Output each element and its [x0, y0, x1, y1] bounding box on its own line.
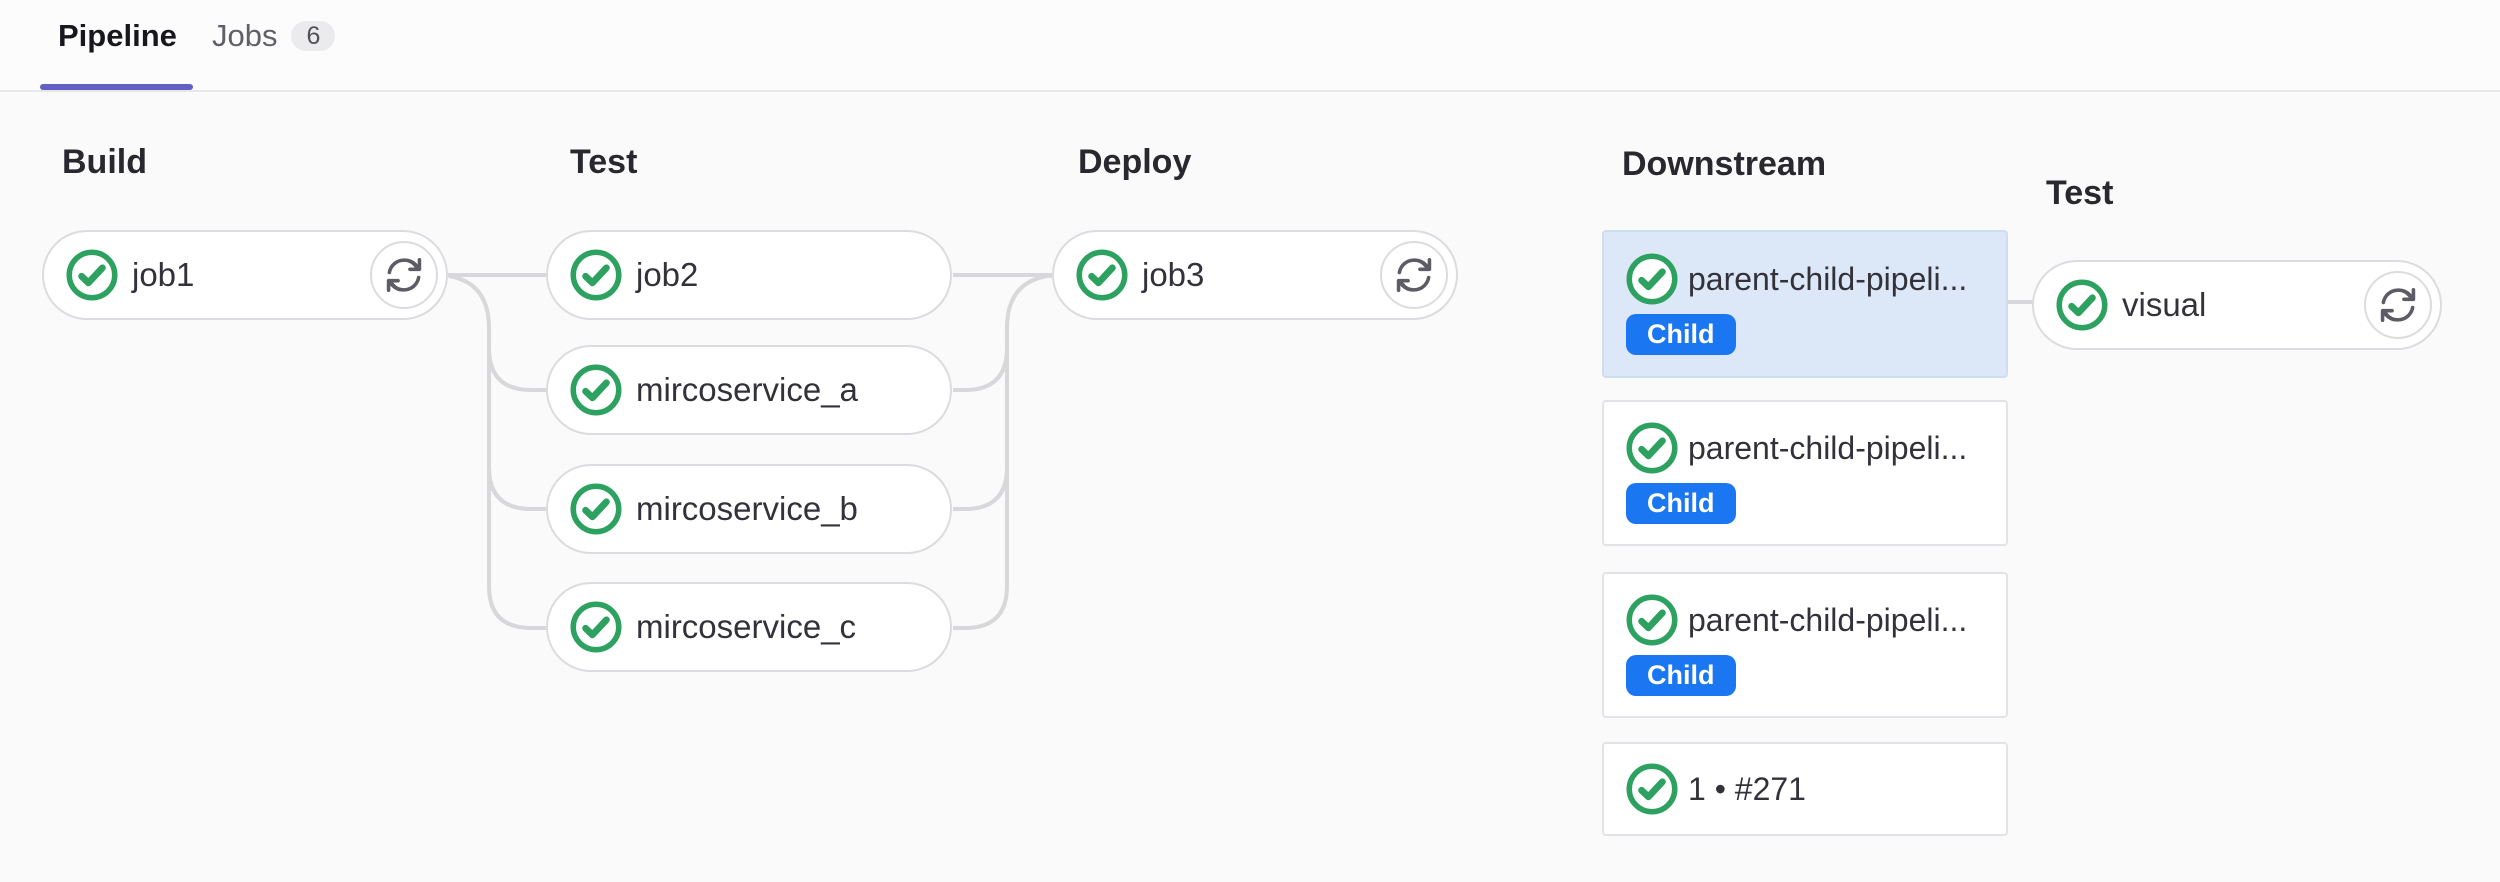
status-passed-icon [570, 364, 622, 416]
status-passed-icon [1626, 763, 1678, 815]
status-passed-icon [570, 249, 622, 301]
jobs-count-badge: 6 [291, 21, 336, 51]
job-pill-job1[interactable]: job1 [42, 230, 448, 320]
downstream-pipeline-card-1[interactable]: parent-child-pipeli... Child [1602, 230, 2008, 378]
downstream-pipeline-counter: 1 • #271 [1688, 770, 1806, 807]
retry-job-button[interactable] [2364, 271, 2432, 339]
tab-pipeline[interactable]: Pipeline [58, 18, 177, 54]
job-name: mircoservice_c [636, 608, 857, 645]
job-name: job1 [132, 256, 195, 293]
child-pipeline-badge: Child [1626, 314, 1736, 355]
job-name: visual [2122, 286, 2207, 323]
stage-title-downstream-test: Test [2046, 174, 2114, 212]
downstream-pipeline-name: parent-child-pipeli... [1688, 260, 1968, 297]
retry-job-button[interactable] [370, 241, 438, 309]
downstream-card-row: 1 • #271 [1626, 763, 2006, 815]
status-passed-icon [1626, 253, 1678, 305]
downstream-card-row: parent-child-pipeli... [1626, 253, 2006, 305]
status-passed-icon [2056, 279, 2108, 331]
retry-job-button[interactable] [1380, 241, 1448, 309]
job-pill-mircoservice-c[interactable]: mircoservice_c [546, 582, 952, 672]
job-pill-visual[interactable]: visual [2032, 260, 2442, 350]
retry-icon [386, 258, 422, 292]
job-pill-job3[interactable]: job3 [1052, 230, 1458, 320]
status-passed-icon [66, 249, 118, 301]
downstream-pipeline-name: parent-child-pipeli... [1688, 429, 1968, 466]
downstream-pipeline-card-2[interactable]: parent-child-pipeli... Child [1602, 400, 2008, 546]
job-name: job3 [1142, 256, 1205, 293]
stage-title-test: Test [570, 143, 638, 181]
stage-title-build: Build [62, 143, 147, 181]
tab-pipeline-label: Pipeline [58, 18, 177, 53]
job-name: job2 [636, 256, 699, 293]
downstream-pipeline-card-4[interactable]: 1 • #271 [1602, 742, 2008, 836]
stage-title-downstream: Downstream [1622, 145, 1827, 183]
status-passed-icon [1626, 422, 1678, 474]
child-pipeline-badge: Child [1626, 483, 1736, 524]
status-passed-icon [1076, 249, 1128, 301]
downstream-pipeline-name: parent-child-pipeli... [1688, 601, 1968, 638]
status-passed-icon [1626, 594, 1678, 646]
active-tab-indicator [40, 84, 193, 90]
tab-jobs[interactable]: Jobs 6 [212, 18, 336, 54]
child-pipeline-badge: Child [1626, 655, 1736, 696]
downstream-pipeline-card-3[interactable]: parent-child-pipeli... Child [1602, 572, 2008, 718]
downstream-card-row: parent-child-pipeli... [1626, 594, 2006, 646]
job-pill-job2[interactable]: job2 [546, 230, 952, 320]
retry-icon [2380, 288, 2416, 322]
job-pill-mircoservice-b[interactable]: mircoservice_b [546, 464, 952, 554]
pipeline-tab-bar: Pipeline Jobs 6 [0, 0, 2500, 92]
job-name: mircoservice_a [636, 371, 858, 408]
status-passed-icon [570, 483, 622, 535]
job-name: mircoservice_b [636, 490, 858, 527]
stage-title-deploy: Deploy [1078, 143, 1192, 181]
retry-icon [1396, 258, 1432, 292]
downstream-card-row: parent-child-pipeli... [1626, 422, 2006, 474]
job-pill-mircoservice-a[interactable]: mircoservice_a [546, 345, 952, 435]
tab-jobs-label: Jobs [212, 18, 278, 53]
status-passed-icon [570, 601, 622, 653]
